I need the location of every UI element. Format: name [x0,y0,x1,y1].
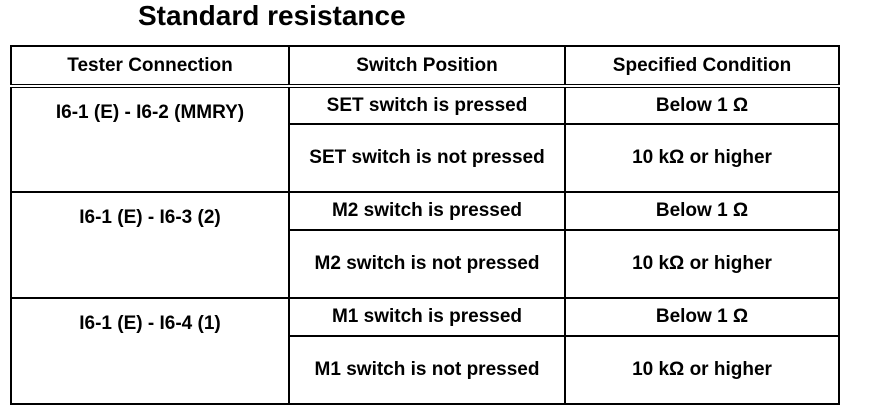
table-row: M1 switch is not pressed 10 kΩ or higher [11,335,840,405]
table-row: SET switch is not pressed 10 kΩ or highe… [11,123,840,193]
resistance-table: Tester Connection Switch Position Specif… [10,45,840,405]
tester-connection-cell: I6-1 (E) - I6-4 (1) [10,297,290,405]
tester-connection-cell: I6-1 (E) - I6-3 (2) [10,191,290,299]
switch-position-cell: M2 switch is not pressed [288,229,566,299]
header-tester-connection: Tester Connection [10,45,290,88]
table-row: I6-1 (E) - I6-3 (2) M2 switch is pressed… [10,191,840,299]
header-specified-condition: Specified Condition [564,45,840,88]
table-row: I6-1 (E) - I6-2 (MMRY) SET switch is pre… [10,85,840,193]
switch-position-cell: SET switch is not pressed [288,123,566,193]
switch-position-cell: M2 switch is pressed [288,191,566,231]
specified-condition-cell: Below 1 Ω [564,297,840,337]
specified-condition-cell: Below 1 Ω [564,85,840,125]
header-switch-position: Switch Position [288,45,566,88]
switch-position-cell: M1 switch is not pressed [288,335,566,405]
tester-connection-cell: I6-1 (E) - I6-2 (MMRY) [10,85,290,193]
switch-position-cell: M1 switch is pressed [288,297,566,337]
specified-condition-cell: 10 kΩ or higher [564,229,840,299]
table-header-row: Tester Connection Switch Position Specif… [10,45,840,88]
specified-condition-cell: Below 1 Ω [564,191,840,231]
switch-position-cell: SET switch is pressed [288,85,566,125]
table-row: I6-1 (E) - I6-4 (1) M1 switch is pressed… [10,297,840,405]
page-title: Standard resistance [138,0,406,31]
table-row: M2 switch is not pressed 10 kΩ or higher [11,229,840,299]
specified-condition-cell: 10 kΩ or higher [564,335,840,405]
specified-condition-cell: 10 kΩ or higher [564,123,840,193]
